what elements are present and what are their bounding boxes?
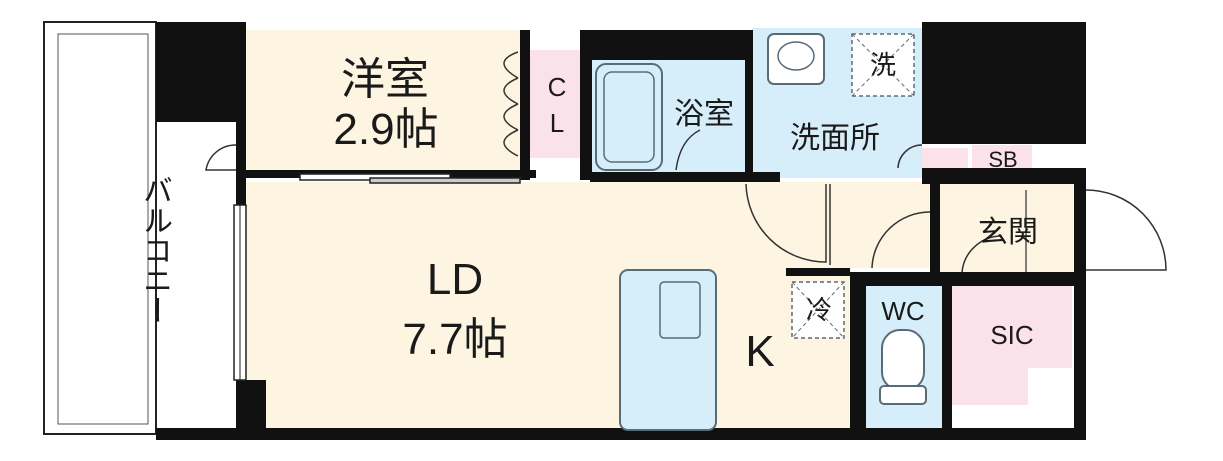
balcony-door-swing [205, 144, 237, 171]
kitchen-counter [619, 269, 717, 431]
balcony [43, 21, 157, 435]
bathtub [595, 63, 663, 171]
sliding-door [299, 173, 521, 184]
entrance-floor [940, 182, 1074, 272]
washroom-door-swing [897, 144, 923, 169]
wash-basin [767, 33, 825, 85]
western-room-floor [245, 30, 527, 178]
entrance-door-swing [1085, 189, 1167, 271]
walls [156, 22, 1086, 440]
closet-floor [527, 50, 587, 158]
washer-space [851, 33, 915, 97]
closet-doors [503, 51, 519, 157]
small-closet-floor [922, 148, 968, 168]
bath-door-swing [675, 129, 701, 171]
toilet-fixture [879, 329, 927, 405]
window [233, 204, 247, 381]
toilet-door-swing [871, 211, 931, 269]
storage-floor [950, 286, 1072, 405]
fridge-space [791, 281, 845, 339]
living-door-swing [745, 183, 827, 263]
living-floor [245, 182, 851, 428]
sic-door-swing [961, 235, 1003, 273]
